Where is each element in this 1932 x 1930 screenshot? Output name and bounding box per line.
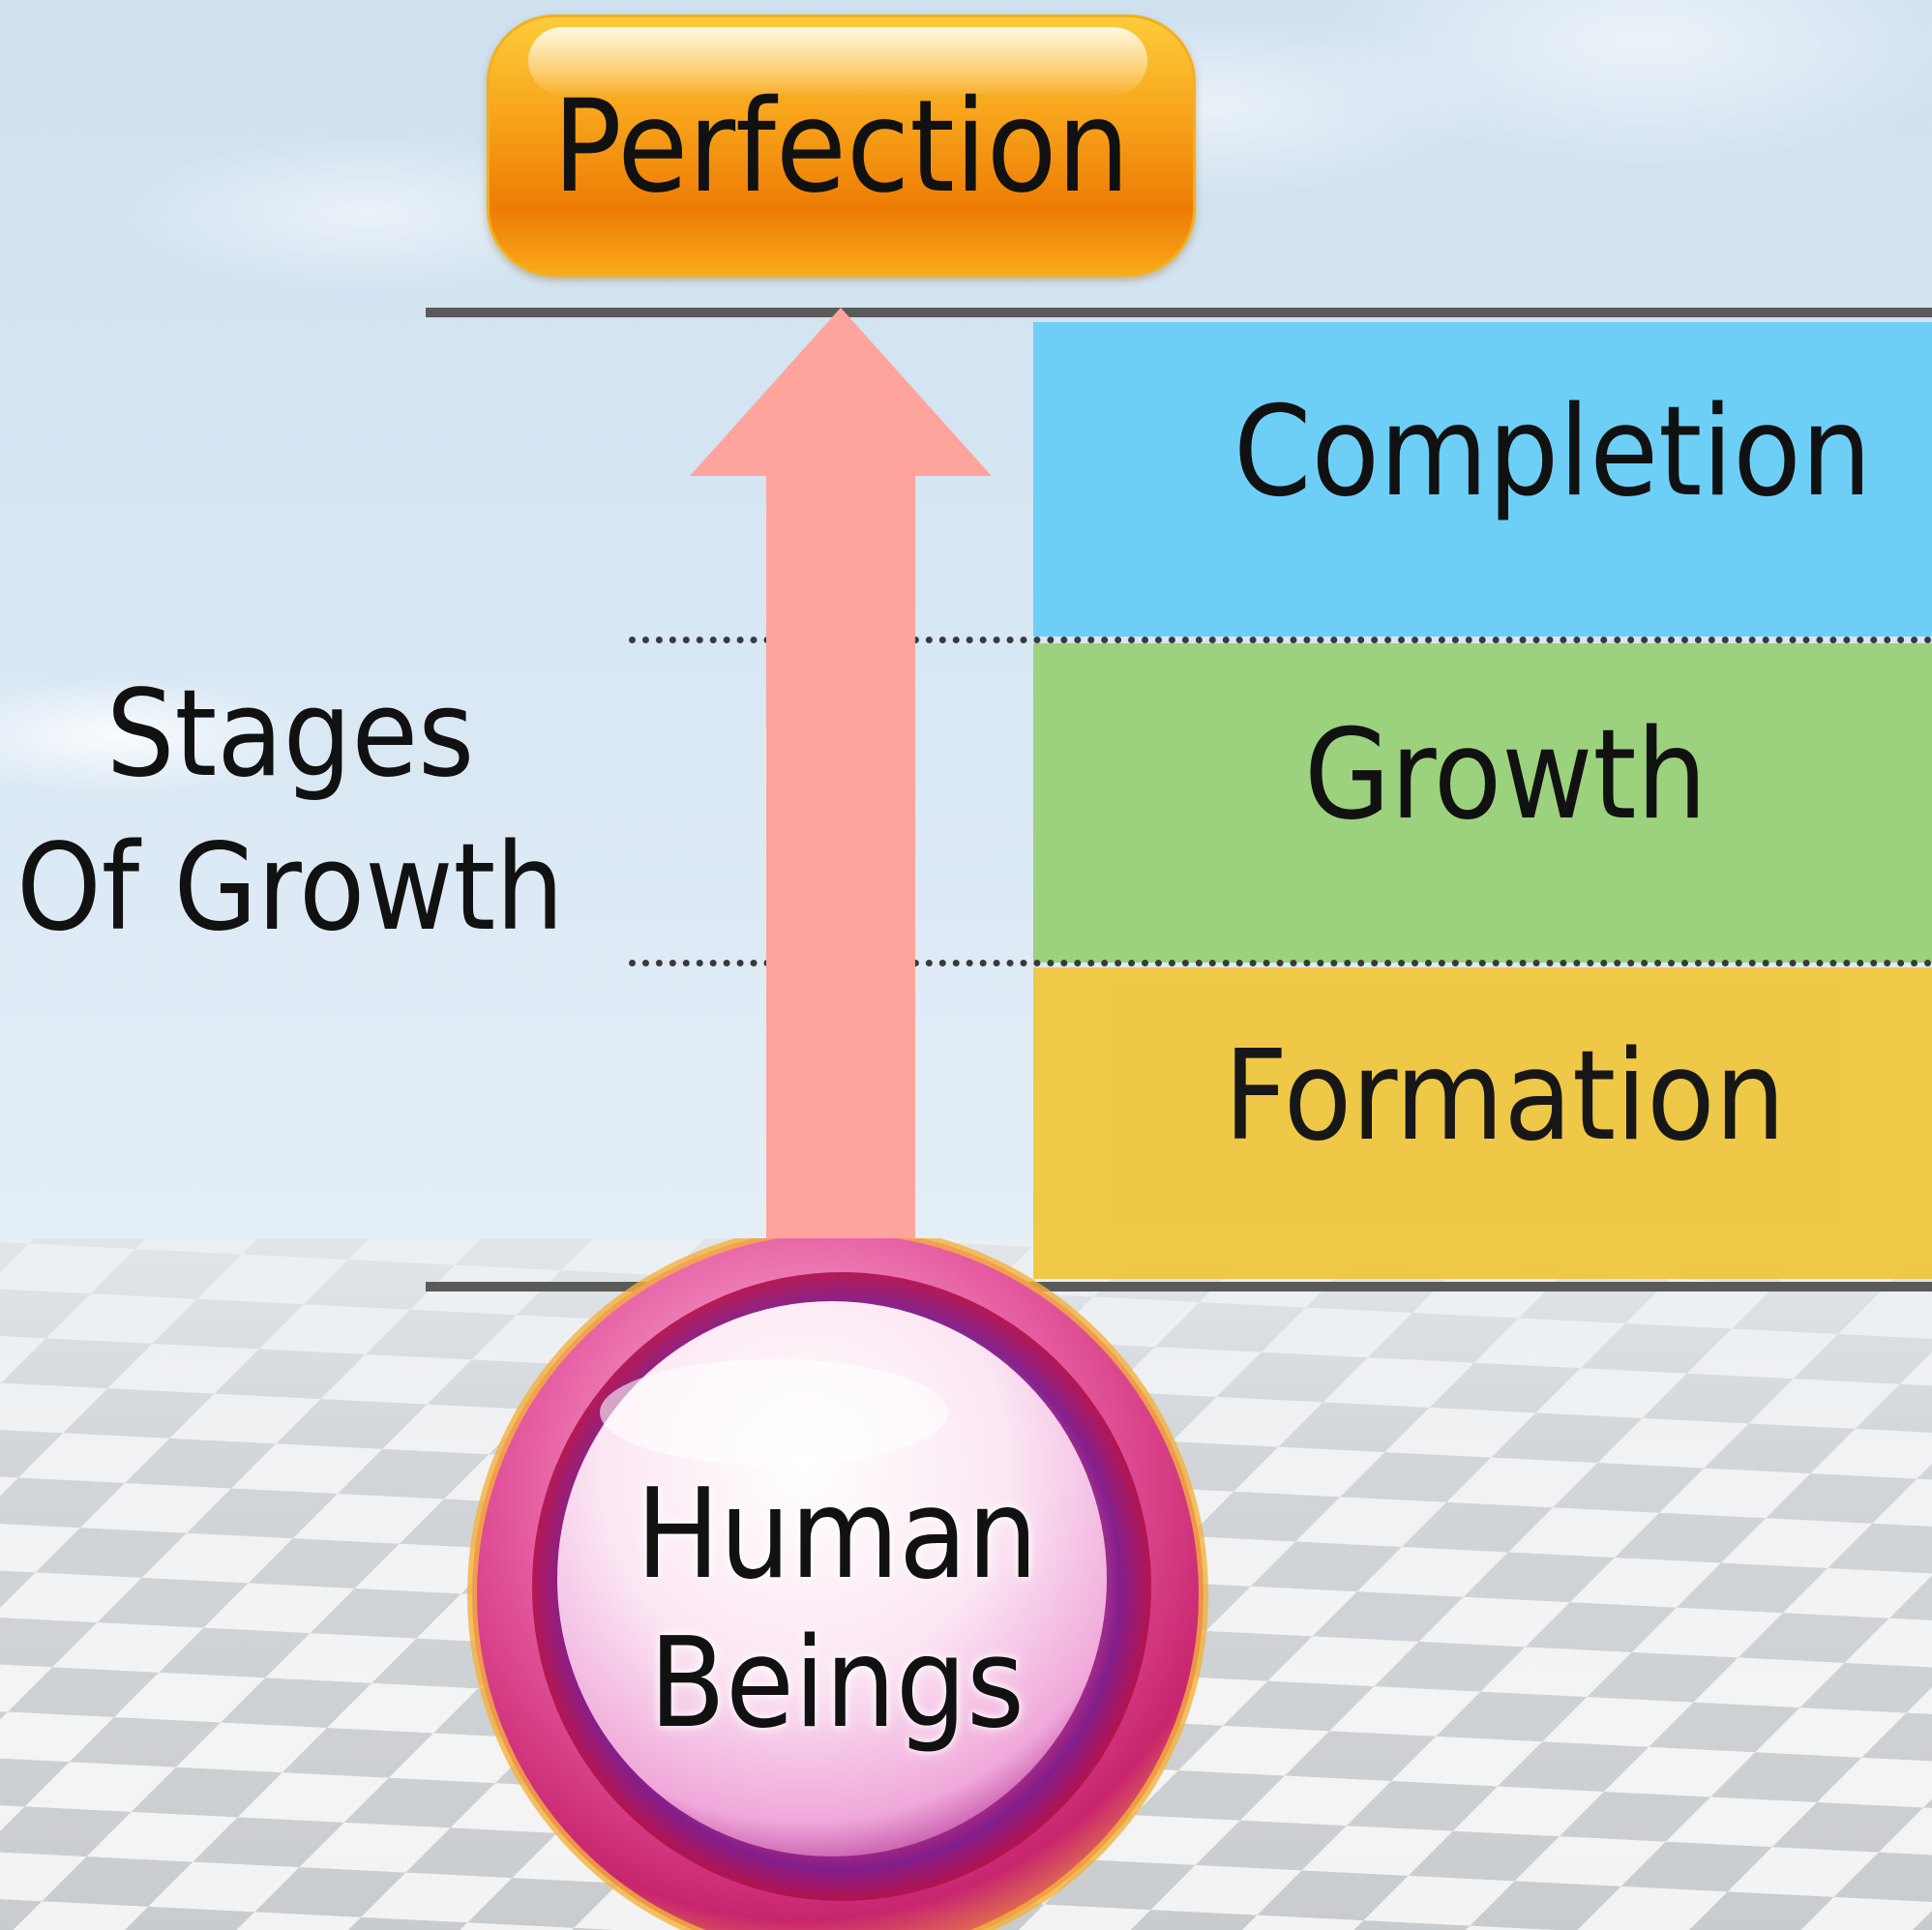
top-boundary-line xyxy=(426,308,1932,317)
stages-label-line2: Of Growth xyxy=(16,817,564,958)
stage-divider-upper xyxy=(629,637,1932,643)
stage-divider-lower xyxy=(629,960,1932,966)
perfection-label: Perfection xyxy=(552,73,1130,222)
bottom-boundary-line xyxy=(426,1282,1932,1292)
human-label-line1: Human xyxy=(636,1463,1038,1607)
stage-label-formation: Formation xyxy=(1224,1024,1786,1169)
stages-of-growth-label: Stages Of Growth xyxy=(0,658,580,965)
pill-gloss-highlight xyxy=(528,27,1147,95)
human-beings-label: Human Beings xyxy=(542,1461,1132,1758)
stage-label-completion: Completion xyxy=(1234,380,1872,524)
perfection-box: Perfection xyxy=(487,15,1196,277)
stage-band-completion: Completion xyxy=(1033,322,1932,637)
stages-label-line1: Stages xyxy=(105,665,475,804)
human-beings-sphere xyxy=(464,1238,1229,1930)
human-label-line2: Beings xyxy=(649,1611,1025,1756)
stage-band-formation: Formation xyxy=(1033,967,1932,1279)
stage-label-growth: Growth xyxy=(1304,703,1708,847)
stage-band-growth: Growth xyxy=(1033,643,1932,963)
